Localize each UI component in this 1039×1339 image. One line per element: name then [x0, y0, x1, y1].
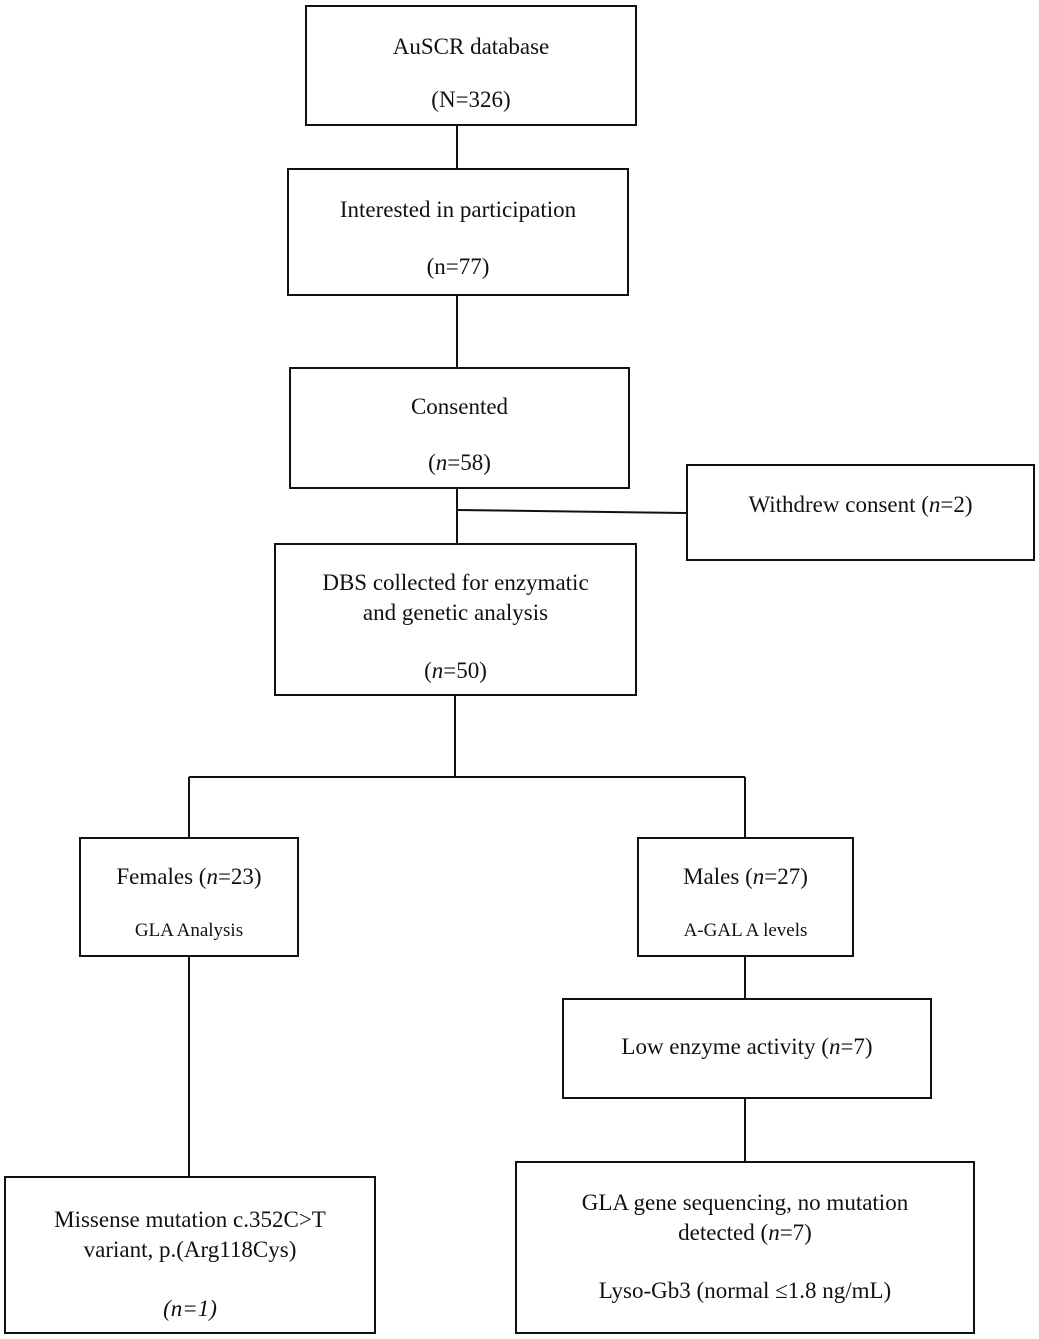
gla-sequencing-box: GLA gene sequencing, no mutation detecte…: [515, 1161, 975, 1334]
females-subtitle: GLA Analysis: [134, 920, 244, 941]
males-title: Males (n=27): [683, 864, 808, 889]
auscr-count: (N=326): [431, 87, 511, 112]
withdrew-title: Withdrew consent (n=2): [748, 492, 973, 517]
auscr-title: AuSCR database: [392, 34, 550, 59]
missense-mutation-box: Missense mutation c.352C>T variant, p.(A…: [4, 1176, 376, 1334]
consented-title: Consented: [410, 394, 509, 419]
interested-count: (n=77): [426, 254, 490, 279]
females-box: Females (n=23) GLA Analysis: [79, 837, 299, 957]
gla-line2: detected (n=7): [678, 1220, 812, 1245]
interested-box: Interested in participation (n=77): [287, 168, 629, 296]
missense-line1: Missense mutation c.352C>T: [54, 1207, 326, 1232]
gla-line1: GLA gene sequencing, no mutation: [581, 1190, 909, 1215]
gla-line3: Lyso-Gb3 (normal ≤1.8 ng/mL): [598, 1278, 892, 1303]
males-box: Males (n=27) A-GAL A levels: [637, 837, 854, 957]
missense-count: (n=1): [163, 1296, 217, 1321]
low-enzyme-title: Low enzyme activity (n=7): [621, 1034, 873, 1059]
consented-box: Consented (n=58): [289, 367, 630, 489]
consented-count: (n=58): [428, 450, 491, 475]
withdrew-consent-box: Withdrew consent (n=2): [686, 464, 1035, 561]
connector-withdrew: [456, 509, 687, 514]
interested-title: Interested in participation: [339, 197, 577, 222]
dbs-line2: and genetic analysis: [362, 600, 549, 625]
auscr-database-box: AuSCR database (N=326): [305, 5, 637, 126]
males-subtitle: A-GAL A levels: [683, 920, 808, 941]
dbs-collected-box: DBS collected for enzymatic and genetic …: [274, 543, 637, 696]
low-enzyme-box: Low enzyme activity (n=7): [562, 998, 932, 1099]
females-title: Females (n=23): [116, 864, 262, 889]
dbs-count: (n=50): [424, 658, 487, 683]
dbs-line1: DBS collected for enzymatic: [322, 570, 589, 595]
missense-line2: variant, p.(Arg118Cys): [83, 1237, 297, 1262]
